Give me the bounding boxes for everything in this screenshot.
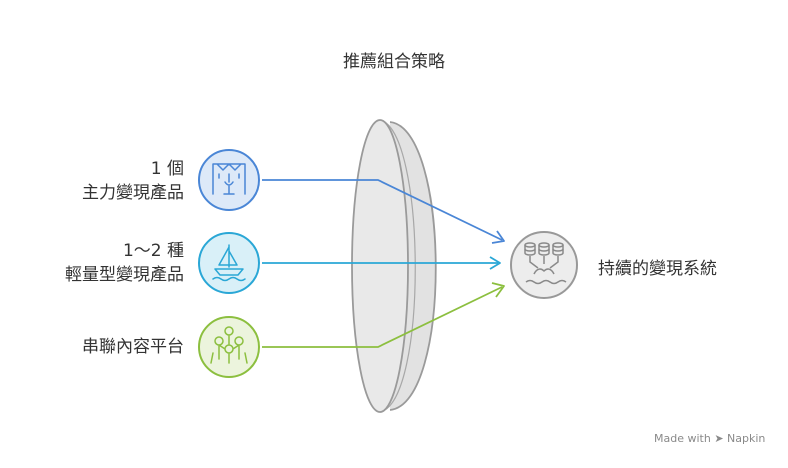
input-node <box>198 316 260 378</box>
napkin-watermark: Made with ➤ Napkin <box>654 432 765 445</box>
network-people-icon-shape <box>210 326 248 364</box>
arrowhead <box>489 256 501 270</box>
input-node <box>198 232 260 294</box>
sailboat-icon-shape <box>212 244 246 282</box>
lens-shape <box>351 119 437 413</box>
connectors <box>262 179 505 348</box>
input-label-primary-product: 1 個 主力變現產品 <box>82 157 184 205</box>
stage-icon-shape <box>212 163 246 195</box>
input-circle <box>198 316 260 378</box>
input-label-content-platform: 串聯內容平台 <box>82 335 184 359</box>
input-label-light-products: 1～2 種 輕量型變現產品 <box>65 239 184 287</box>
input-node <box>198 149 260 211</box>
input-label-line1: 1～2 種 <box>122 241 184 261</box>
database-system-icon <box>524 242 567 285</box>
connector-line <box>262 286 503 348</box>
watermark-brand: Napkin <box>727 432 766 445</box>
network-people-icon <box>210 326 248 364</box>
input-label-line2: 輕量型變現產品 <box>65 265 184 285</box>
connector-line <box>262 179 503 241</box>
output-label: 持續的變現系統 <box>598 259 717 279</box>
watermark-text: Made with <box>654 432 711 445</box>
arrowhead <box>491 282 505 298</box>
input-label-line1: 串聯內容平台 <box>82 337 184 357</box>
diagram-title: 推薦組合策略 <box>343 52 445 72</box>
napkin-logo-icon: ➤ <box>714 432 724 445</box>
input-label-line2: 主力變現產品 <box>82 183 184 203</box>
sailboat-icon <box>212 244 246 282</box>
input-label-line1: 1 個 <box>150 159 184 179</box>
output-node <box>510 231 578 299</box>
arrowhead <box>491 230 505 244</box>
stage-icon <box>212 163 246 195</box>
